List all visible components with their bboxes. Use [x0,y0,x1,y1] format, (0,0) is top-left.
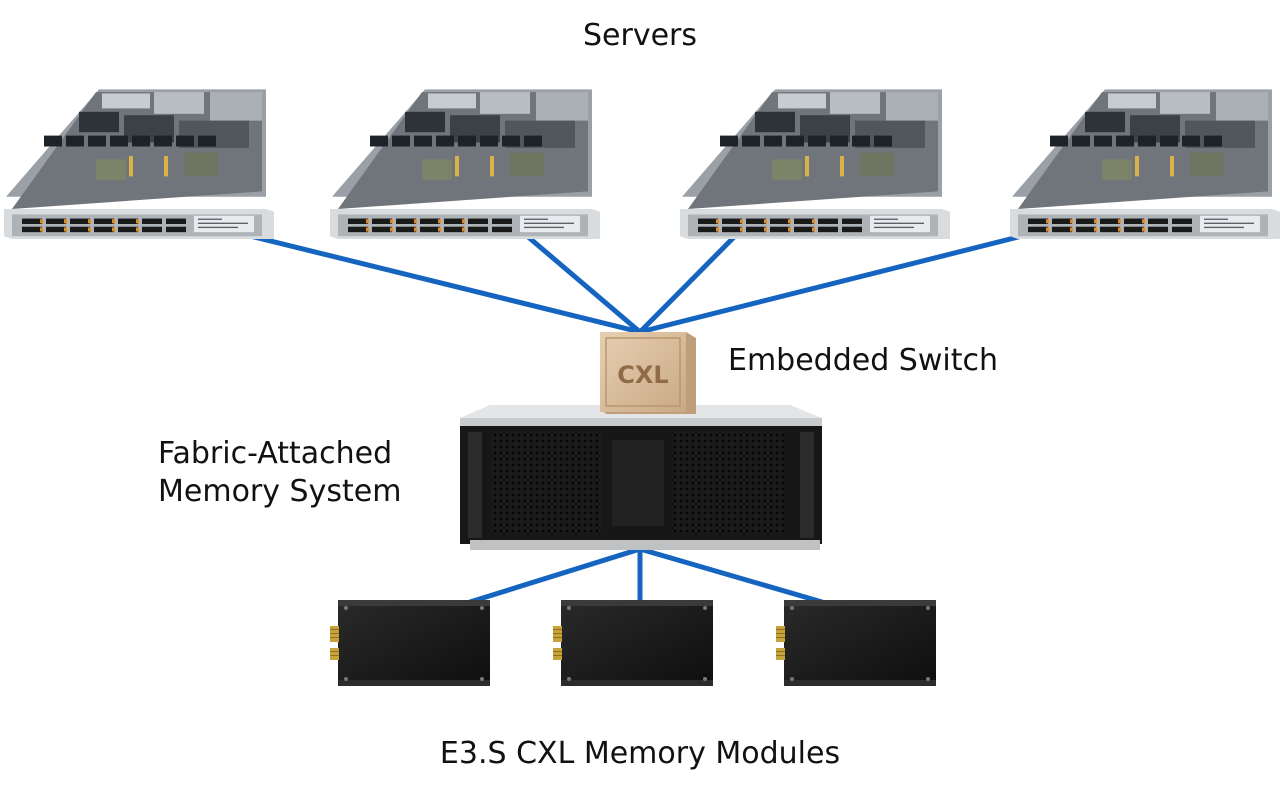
links [235,223,1065,605]
servers-group [4,89,1280,239]
memory-module-2 [553,600,713,686]
cxl-chip-label: CXL [617,361,668,389]
memory-modules-label: E3.S CXL Memory Modules [439,736,841,771]
servers-label: Servers [582,18,697,53]
fabric-attached-line-2: Memory System [158,474,402,509]
fabric-attached-line-1: Fabric-Attached [158,436,393,471]
link-server-3 [637,223,748,335]
link-server-1 [235,230,643,335]
embedded-switch-label: Embedded Switch [728,343,998,378]
server-3 [680,89,950,239]
link-module-1 [467,546,643,605]
memory-module-3 [776,600,936,686]
link-server-4 [637,223,1065,335]
link-module-3 [637,546,825,605]
cxl-switch-chip: CXL [600,332,696,414]
server-4 [1010,89,1280,239]
server-1 [4,89,274,239]
memory-system-chassis [460,405,822,550]
server-2 [330,89,600,239]
fabric-attached-memory-label: Fabric-Attached Memory System [158,435,401,511]
memory-module-1 [330,600,490,686]
link-server-2 [517,227,643,335]
modules-group [330,600,936,686]
